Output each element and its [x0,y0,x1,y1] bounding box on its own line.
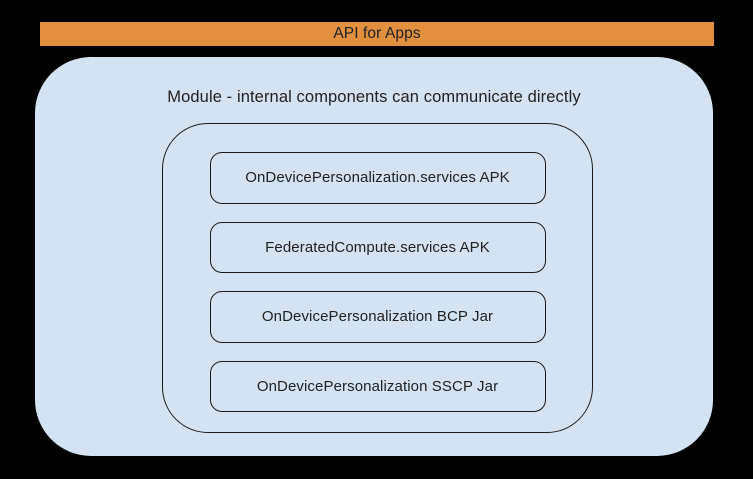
module-inner-boundary: OnDevicePersonalization.services APK Fed… [162,123,593,433]
component-box-federatedcompute-services-apk: FederatedCompute.services APK [209,221,546,273]
component-label: OnDevicePersonalization BCP Jar [261,308,494,326]
component-box-odp-bcp-jar: OnDevicePersonalization BCP Jar [209,291,546,343]
component-label: OnDevicePersonalization.services APK [245,169,510,187]
api-for-apps-label: API for Apps [333,25,421,42]
component-label: OnDevicePersonalization SSCP Jar [256,377,499,395]
component-box-odp-sscp-jar: OnDevicePersonalization SSCP Jar [209,360,546,412]
module-title: Module - internal components can communi… [167,88,581,106]
module-container: Module - internal components can communi… [35,57,713,456]
component-label: FederatedCompute.services APK [265,238,490,256]
api-for-apps-banner: API for Apps [40,22,714,46]
component-box-odp-services-apk: OnDevicePersonalization.services APK [209,152,546,204]
